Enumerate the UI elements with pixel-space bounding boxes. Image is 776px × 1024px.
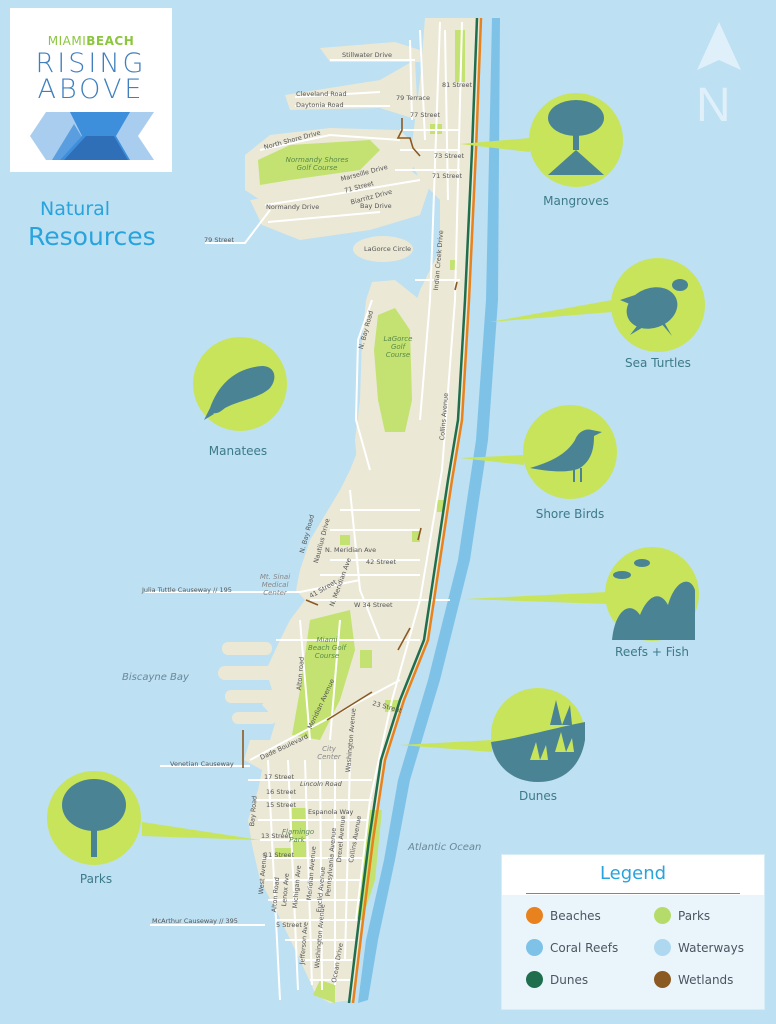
street-label: 79 Terrace bbox=[396, 94, 430, 102]
parks-swatch-icon bbox=[654, 907, 671, 924]
mangrove-tree-icon bbox=[548, 100, 604, 175]
street-label: Espanola Way bbox=[308, 808, 354, 816]
legend-item-coral-reefs: Coral Reefs bbox=[526, 939, 618, 956]
north-letter: N bbox=[696, 79, 731, 132]
beach-line bbox=[351, 17, 483, 1004]
miami-beach-rising-above-logo: MIAMIBEACH RISING ABOVE bbox=[10, 8, 172, 172]
street-label: N. Meridian Ave bbox=[325, 546, 377, 554]
street-label: Daytonia Road bbox=[296, 101, 344, 109]
street-label: Venetian Causeway bbox=[170, 760, 234, 768]
page-title-line-2: Resources bbox=[28, 222, 156, 251]
street-label: 16 Street bbox=[266, 788, 297, 796]
logo-mark-icon bbox=[30, 112, 154, 160]
street-label: 17 Street bbox=[264, 773, 295, 781]
place-label-lagorce-golf: LaGorce Golf Course bbox=[383, 335, 413, 359]
street-label: Julia Tuttle Causeway // 195 bbox=[142, 586, 232, 594]
street-label: LaGorce Circle bbox=[364, 245, 412, 253]
place-label-flamingo: Flamingo Park bbox=[282, 828, 315, 844]
street-label: 73 Street bbox=[434, 152, 465, 160]
beaches-swatch-icon bbox=[526, 907, 543, 924]
water-label-biscayne: Biscayne Bay bbox=[122, 672, 189, 683]
logo-line-2: ABOVE bbox=[37, 74, 145, 105]
water-label-atlantic: Atlantic Ocean bbox=[408, 842, 482, 853]
street-label: McArthur Causeway // 395 bbox=[152, 917, 238, 925]
wetlands-swatch-icon bbox=[654, 971, 671, 988]
street-label: W 34 Street bbox=[354, 601, 393, 609]
street-label: 15 Street bbox=[266, 801, 297, 809]
place-label-mtsinai: Mt. Sinai Medical Center bbox=[259, 573, 291, 597]
place-label-city-center: City Center bbox=[317, 745, 341, 761]
street-label: Normandy Drive bbox=[266, 203, 320, 211]
tree-icon bbox=[62, 779, 126, 857]
dune-line bbox=[347, 17, 479, 1004]
normandy-isle-south bbox=[250, 170, 430, 240]
callout-label-mangroves: Mangroves bbox=[543, 194, 609, 208]
callout-label-dunes: Dunes bbox=[518, 789, 558, 803]
street-label: 77 Street bbox=[410, 111, 441, 119]
legend-item-parks: Parks bbox=[654, 907, 710, 924]
dunes-swatch-icon bbox=[526, 971, 543, 988]
sea-turtle-icon bbox=[620, 279, 688, 336]
street-label: 5 Street bbox=[276, 921, 302, 929]
callout-label-sea-turtles: Sea Turtles bbox=[625, 356, 691, 370]
street-label: 13 Street bbox=[261, 832, 292, 840]
logo-wordmark: MIAMIBEACH bbox=[47, 34, 135, 48]
legend-panel: Legend Beaches Parks Coral Reefs Waterwa… bbox=[501, 854, 765, 1010]
legend-item-wetlands: Wetlands bbox=[654, 971, 733, 988]
waterways-swatch-icon bbox=[654, 939, 671, 956]
place-label-normandy-golf: Normandy Shores Golf Course bbox=[285, 156, 349, 172]
manatee-icon bbox=[204, 366, 275, 420]
coral-fish-icon bbox=[612, 559, 695, 640]
legend-title: Legend bbox=[599, 863, 667, 884]
place-label-mb-golf: Miami Beach Golf Course bbox=[307, 636, 347, 660]
callout-pointers bbox=[142, 138, 612, 840]
street-label: 42 Street bbox=[366, 558, 397, 566]
street-label: 71 Street bbox=[432, 172, 463, 180]
callout-label-shore-birds: Shore Birds bbox=[535, 507, 605, 521]
street-label: Bay Drive bbox=[360, 202, 392, 210]
logo-line-1: RISING bbox=[35, 48, 147, 79]
coral-reefs-swatch-icon bbox=[526, 939, 543, 956]
legend-item-beaches: Beaches bbox=[526, 907, 601, 924]
legend-item-dunes: Dunes bbox=[526, 971, 588, 988]
callout-label-parks: Parks bbox=[79, 872, 113, 886]
wetland-lines bbox=[242, 118, 458, 768]
street-label: Lincoln Road bbox=[300, 780, 342, 788]
legend-item-waterways: Waterways bbox=[654, 939, 744, 956]
gull-icon bbox=[530, 429, 602, 482]
callout-icons bbox=[62, 100, 695, 857]
street-label: Cleveland Road bbox=[296, 90, 347, 98]
north-arrow-icon bbox=[697, 22, 741, 70]
coral-reef-strip bbox=[358, 18, 500, 1003]
callout-label-manatees: Manatees bbox=[208, 444, 268, 458]
street-label: Stillwater Drive bbox=[342, 51, 393, 59]
street-label: 79 Street bbox=[204, 236, 235, 244]
road-network bbox=[145, 21, 463, 1001]
page-title-line-1: Natural bbox=[40, 198, 111, 220]
park-lagorce-golf bbox=[374, 308, 412, 432]
park-normandy-golf bbox=[258, 140, 380, 185]
street-label: 11 Street bbox=[264, 851, 295, 859]
legend-divider bbox=[526, 893, 740, 894]
street-label: 81 Street bbox=[442, 81, 473, 89]
callout-label-reefs-fish: Reefs + Fish bbox=[615, 645, 689, 659]
